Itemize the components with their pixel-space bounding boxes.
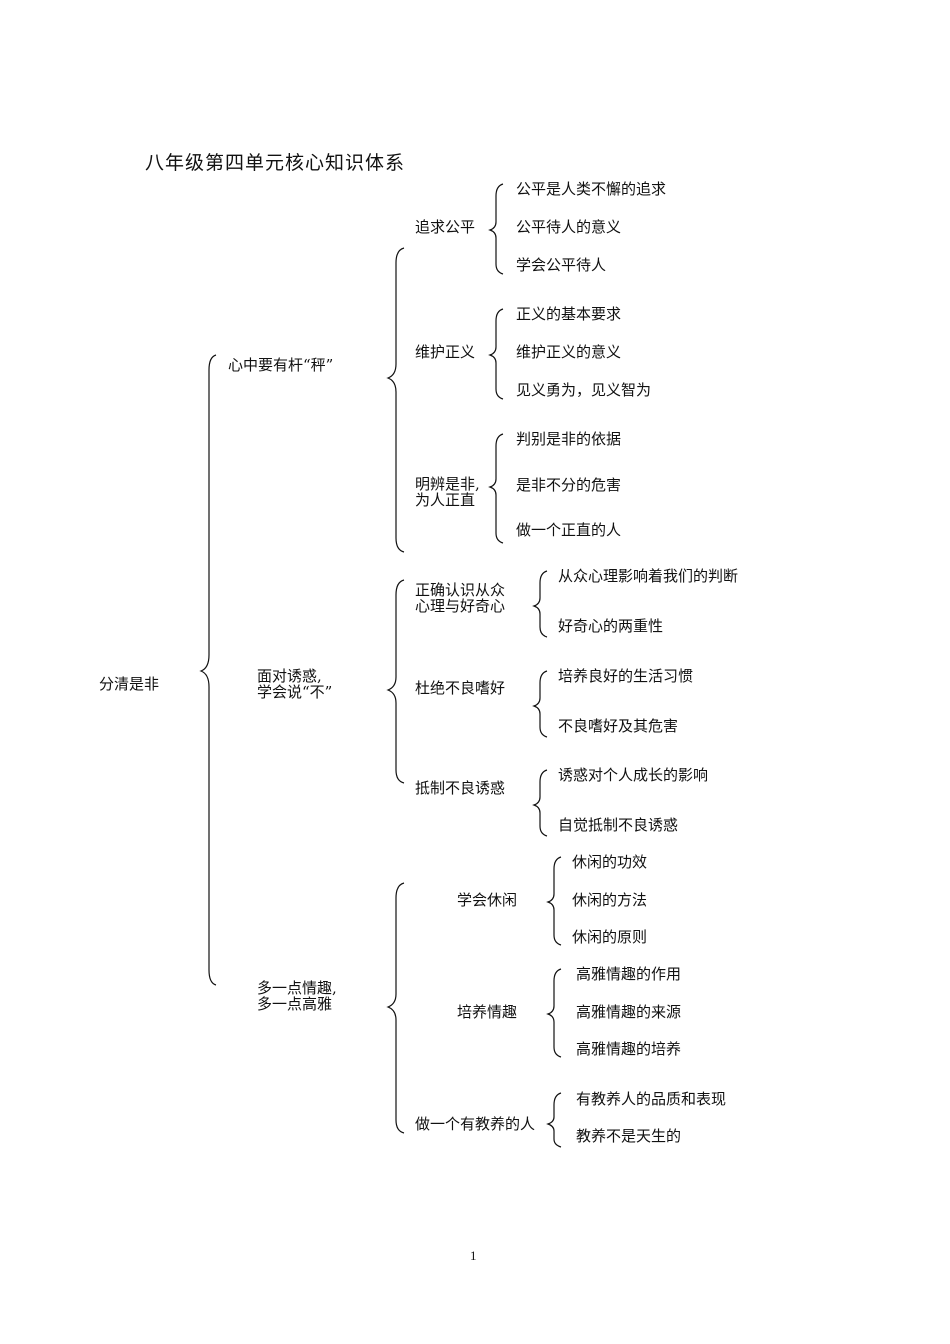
topic-brace [532,670,548,738]
topic-brace [488,433,504,544]
section-label-line: 多一点高雅 [257,995,333,1013]
leaf-item: 正义的基本要求 [516,305,622,323]
section-1-brace [386,247,405,553]
topic-label: 维护正义 [415,343,476,361]
leaf-item: 学会公平待人 [516,256,607,274]
section-3-label: 多一点情趣, 多一点高雅 [257,980,337,1012]
leaf-item: 教养不是天生的 [576,1127,682,1145]
leaf-item: 判别是非的依据 [516,430,622,448]
topic-label: 正确认识从众 心理与好奇心 [415,582,505,614]
leaf-item: 休闲的方法 [572,891,648,909]
leaf-item: 公平待人的意义 [516,218,622,236]
leaf-item: 从众心理影响着我们的判断 [558,567,739,585]
topic-label: 追求公平 [415,218,476,236]
leaf-item: 休闲的功效 [572,853,648,871]
root-node: 分清是非 [99,675,160,693]
leaf-item: 做一个正直的人 [516,521,622,539]
section-1-label: 心中要有杆“秤” [228,356,334,374]
topic-label: 学会休闲 [457,891,518,909]
topic-brace [546,968,562,1058]
leaf-item: 自觉抵制不良诱惑 [558,816,679,834]
topic-label: 明辨是非, 为人正直 [415,476,480,508]
topic-brace [488,183,504,275]
leaf-item: 是非不分的危害 [516,476,622,494]
topic-label-line: 正确认识从众 [415,581,506,599]
topic-label-line: 心理与好奇心 [415,597,506,615]
root-brace [199,354,217,986]
topic-label: 抵制不良诱惑 [415,779,506,797]
topic-brace [532,570,548,638]
topic-label: 杜绝不良嗜好 [415,679,506,697]
page-number: 1 [470,1248,477,1263]
leaf-item: 维护正义的意义 [516,343,622,361]
leaf-item: 高雅情趣的来源 [576,1003,682,1021]
topic-brace [546,856,562,946]
topic-label-line: 为人正直 [415,491,476,509]
leaf-item: 高雅情趣的作用 [576,965,682,983]
section-2-brace [386,579,405,784]
topic-brace [546,1092,562,1148]
section-3-brace [386,882,405,1134]
leaf-item: 有教养人的品质和表现 [576,1090,727,1108]
section-label-line: 学会说“不” [257,683,333,701]
leaf-item: 休闲的原则 [572,928,648,946]
topic-brace [532,769,548,837]
section-label-line: 面对诱惑, [257,667,322,685]
leaf-item: 高雅情趣的培养 [576,1040,682,1058]
topic-brace [488,308,504,400]
leaf-item: 公平是人类不懈的追求 [516,180,667,198]
leaf-item: 不良嗜好及其危害 [558,717,679,735]
topic-label: 做一个有教养的人 [415,1115,536,1133]
leaf-item: 好奇心的两重性 [558,617,664,635]
section-2-label: 面对诱惑, 学会说“不” [257,668,332,700]
topic-label-line: 明辨是非, [415,475,480,493]
page-title: 八年级第四单元核心知识体系 [145,152,406,174]
topic-label: 培养情趣 [457,1003,518,1021]
leaf-item: 见义勇为，见义智为 [516,381,652,399]
leaf-item: 诱惑对个人成长的影响 [558,766,709,784]
section-label-line: 多一点情趣, [257,979,337,997]
leaf-item: 培养良好的生活习惯 [558,667,694,685]
